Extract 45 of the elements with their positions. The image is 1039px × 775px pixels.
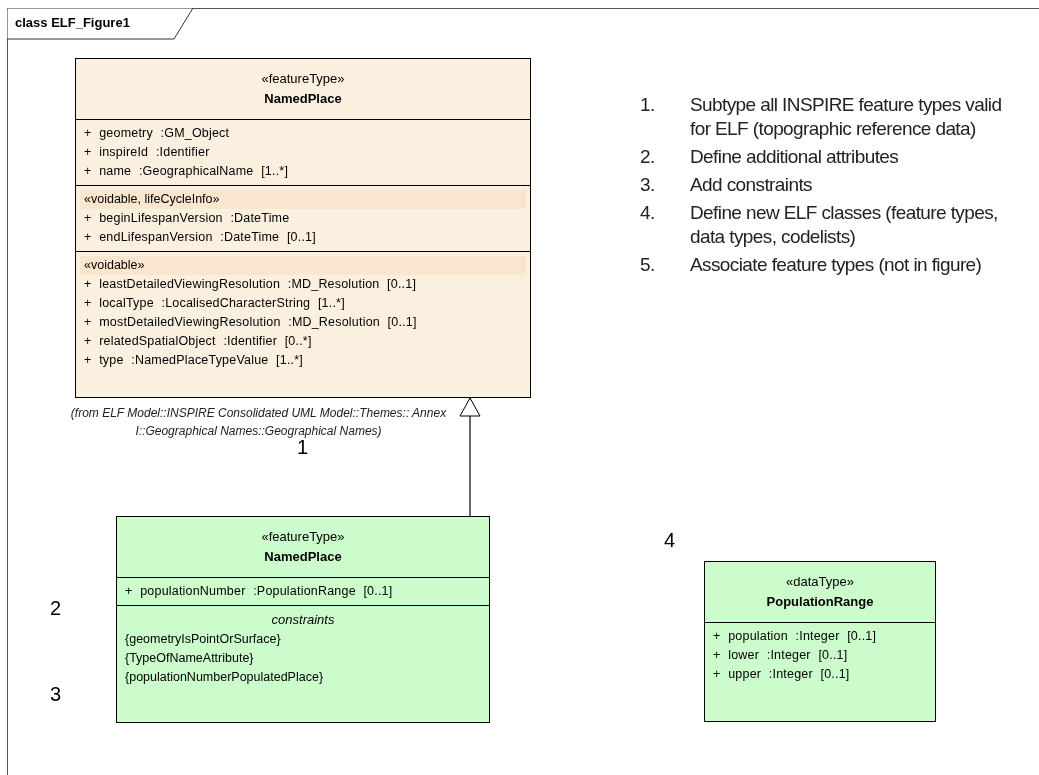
- class-name: NamedPlace: [264, 90, 342, 108]
- attribute: + mostDetailedViewingResolution :MD_Resolution [0..1]: [84, 314, 418, 331]
- list-item-text: Define additional attributes: [690, 145, 900, 169]
- attribute: + beginLifespanVersion :DateTime: [84, 210, 291, 227]
- list-number: 1.: [640, 93, 656, 117]
- generalization-arrow: [459, 397, 481, 517]
- compartment-heading: constraints: [271, 611, 335, 629]
- callout-number: 2: [50, 596, 62, 620]
- list-item-text: Define new ELF classes (feature types, data types, codelists): [690, 201, 999, 249]
- frame-title: class ELF_Figure1: [15, 15, 130, 31]
- uml-class-box: [704, 561, 936, 722]
- class-name: PopulationRange: [766, 593, 874, 611]
- uml-class-box: [75, 58, 531, 398]
- attribute: + population :Integer [0..1]: [713, 628, 878, 645]
- attribute: + name :GeographicalName [1..*]: [84, 163, 290, 180]
- attribute: + inspireId :Identifier: [84, 144, 211, 161]
- constraint: {populationNumberPopulatedPlace}: [125, 669, 325, 686]
- stereotype: «featureType»: [261, 528, 345, 546]
- list-number: 4.: [640, 201, 656, 225]
- list-number: 3.: [640, 173, 656, 197]
- attribute: + lower :Integer [0..1]: [713, 647, 849, 664]
- stereotype-heading: «voidable, lifeCycleInfo»: [80, 190, 526, 209]
- constraint: {TypeOfNameAttribute}: [125, 650, 255, 667]
- attribute: + upper :Integer [0..1]: [713, 666, 851, 683]
- list-item-text: Associate feature types (not in figure): [690, 253, 983, 277]
- stereotype: «dataType»: [786, 573, 854, 591]
- stereotype-heading: «voidable»: [80, 256, 526, 275]
- list-item-text: Subtype all INSPIRE feature types valid for ELF (topographic reference data): [690, 93, 1003, 141]
- attribute: + relatedSpatialObject :Identifier [0..*]: [84, 333, 313, 350]
- attribute: + leastDetailedViewingResolution :MD_Resolution [0..1]: [84, 276, 418, 293]
- list-item-text: Add constraints: [690, 173, 813, 197]
- list-number: 2.: [640, 145, 656, 169]
- attribute: + endLifespanVersion :DateTime [0..1]: [84, 229, 317, 246]
- uml-class-box: [116, 516, 490, 723]
- stereotype: «featureType»: [261, 70, 345, 88]
- attribute: + populationNumber :PopulationRange [0..1]: [125, 583, 394, 600]
- class-name: NamedPlace: [264, 548, 342, 566]
- attribute: + geometry :GM_Object: [84, 125, 231, 142]
- constraint: {geometryIsPointOrSurface}: [125, 631, 282, 648]
- attribute: + type :NamedPlaceTypeValue [1..*]: [84, 352, 305, 369]
- list-number: 5.: [640, 253, 656, 277]
- callout-number: 3: [50, 682, 62, 706]
- callout-number: 4: [664, 528, 676, 552]
- attribute: + localType :LocalisedCharacterString [1..*]: [84, 295, 346, 312]
- package-path-caption: (from ELF Model::INSPIRE Consolidated UML Model::Themes:: Annex I::Geographical Names::Geographical Names): [69, 405, 448, 440]
